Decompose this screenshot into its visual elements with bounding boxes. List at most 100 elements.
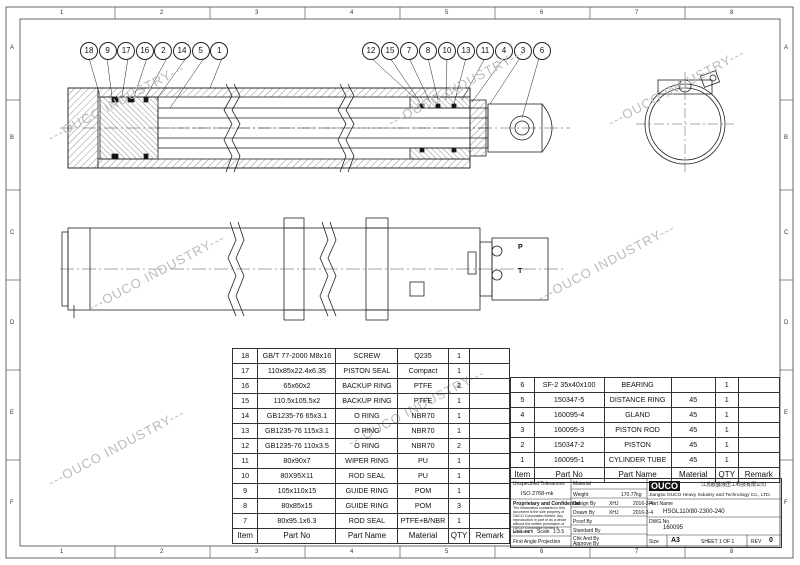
drawn-by: XHJ xyxy=(609,510,619,516)
bom-cell xyxy=(737,422,780,438)
balloon-2: 2 xyxy=(154,42,173,60)
bom-cell: PISTON xyxy=(603,437,672,453)
zone-col-5-bottom: 5 xyxy=(445,549,449,555)
bom-cell: 17 xyxy=(231,363,259,379)
proof-label: Proof By xyxy=(573,519,593,525)
bom-cell: BACKUP RING xyxy=(335,378,399,394)
bom-cell: 45 xyxy=(670,392,716,408)
bom-cell: 4 xyxy=(510,407,535,423)
bom-cell: 1 xyxy=(447,393,471,409)
bom-cell xyxy=(469,513,510,529)
bom-cell: 150347-5 xyxy=(533,392,605,408)
zone-row-D-left: D xyxy=(10,320,15,326)
sheet-value: SHEET 1 OF 1 xyxy=(701,539,735,545)
leaders-right xyxy=(370,57,540,119)
bom-cell: 160095-3 xyxy=(533,422,605,438)
bom-cell: 3 xyxy=(510,422,535,438)
balloon-3: 3 xyxy=(514,42,532,60)
balloon-11: 11 xyxy=(476,42,494,60)
bom-cell: CYLINDER TUBE xyxy=(603,452,672,468)
bom-cell: 45 xyxy=(670,452,716,468)
bom-cell xyxy=(469,498,510,514)
bom-cell: 1 xyxy=(714,437,739,453)
bom-cell: 150347-2 xyxy=(533,437,605,453)
proprietary-title: Proprietary and Confidential xyxy=(513,501,581,507)
bom-cell: 1 xyxy=(447,513,471,529)
bom-cell: BEARING xyxy=(603,377,672,393)
bom-cell xyxy=(469,468,510,484)
bom-cell: 80x85x15 xyxy=(257,498,337,514)
dwg-label: DWG.No xyxy=(649,519,669,525)
bom-cell: GB/T 77-2000 M8x16 xyxy=(257,348,337,364)
balloon-12: 12 xyxy=(362,42,380,60)
bom-cell: 2 xyxy=(510,437,535,453)
bom-cell: 1 xyxy=(714,407,739,423)
balloon-15: 15 xyxy=(381,42,399,60)
bom-cell: 6 xyxy=(510,377,535,393)
size-label: Size xyxy=(649,539,659,545)
scale-label: Scale xyxy=(537,529,550,535)
outer-frame xyxy=(5,6,794,559)
unit-label: Unit xyxy=(513,529,522,535)
zone-col-2-top: 2 xyxy=(160,10,164,16)
bom-cell: PISTON SEAL xyxy=(335,363,399,379)
bom-cell: 10 xyxy=(231,468,259,484)
zone-row-E-left: E xyxy=(10,410,15,416)
tolerance-label: Unspecified Tolerances xyxy=(513,481,565,487)
rev-label: REV xyxy=(751,539,762,545)
part-no: HSGL110/80-2300-240 xyxy=(663,509,725,515)
bom-cell xyxy=(469,483,510,499)
bom-cell xyxy=(469,363,510,379)
balloon-1: 1 xyxy=(210,42,229,60)
bom-cell: SCREW xyxy=(335,348,399,364)
bom-cell: PTFE xyxy=(397,378,449,394)
bom-cell: 110.5x105.5x2 xyxy=(257,393,337,409)
zone-row-E-right: E xyxy=(784,410,789,416)
weight-value: 170.77kg xyxy=(621,492,642,498)
bom-cell: 105x110x15 xyxy=(257,483,337,499)
zone-row-C-right: C xyxy=(784,230,789,236)
bom-cell xyxy=(737,392,780,408)
zone-col-6-top: 6 xyxy=(540,10,544,16)
balloon-17: 17 xyxy=(117,42,136,60)
bom-cell xyxy=(469,393,510,409)
zone-row-F-right: F xyxy=(784,500,788,506)
bom-cell: 80x95.1x6.3 xyxy=(257,513,337,529)
bom-cell: PTFE xyxy=(397,393,449,409)
bom-header-cell: QTY xyxy=(447,528,471,544)
bom-cell: PISTON ROD xyxy=(603,422,672,438)
design-by: XHJ xyxy=(609,501,619,507)
bom-cell: GUIDE RING xyxy=(335,498,399,514)
bom-cell: 1 xyxy=(510,452,535,468)
bom-cell: O RING xyxy=(335,438,399,454)
zone-col-3-bottom: 3 xyxy=(255,549,259,555)
bom-cell xyxy=(737,437,780,453)
bom-cell: 9 xyxy=(231,483,259,499)
bom-cell: 1 xyxy=(447,468,471,484)
balloon-6: 6 xyxy=(533,42,551,60)
bom-cell xyxy=(469,438,510,454)
bom-cell xyxy=(469,408,510,424)
bom-cell: GB1235-76 115x3.1 xyxy=(257,423,337,439)
bom-cell: 3 xyxy=(447,498,471,514)
standard-label: Standard By xyxy=(573,528,601,534)
projection: First Angle Projection xyxy=(513,539,561,545)
size-value: A3 xyxy=(671,537,680,544)
bom-cell: GLAND xyxy=(603,407,672,423)
drawn-date: 2016-3-4 xyxy=(633,510,654,516)
bom-cell xyxy=(737,452,780,468)
title-block: Unspecified Tolerances ISO 2768-mk Mater… xyxy=(510,478,782,548)
zone-col-8-bottom: 8 xyxy=(730,549,734,555)
bom-cell xyxy=(469,453,510,469)
bom-cell xyxy=(469,378,510,394)
